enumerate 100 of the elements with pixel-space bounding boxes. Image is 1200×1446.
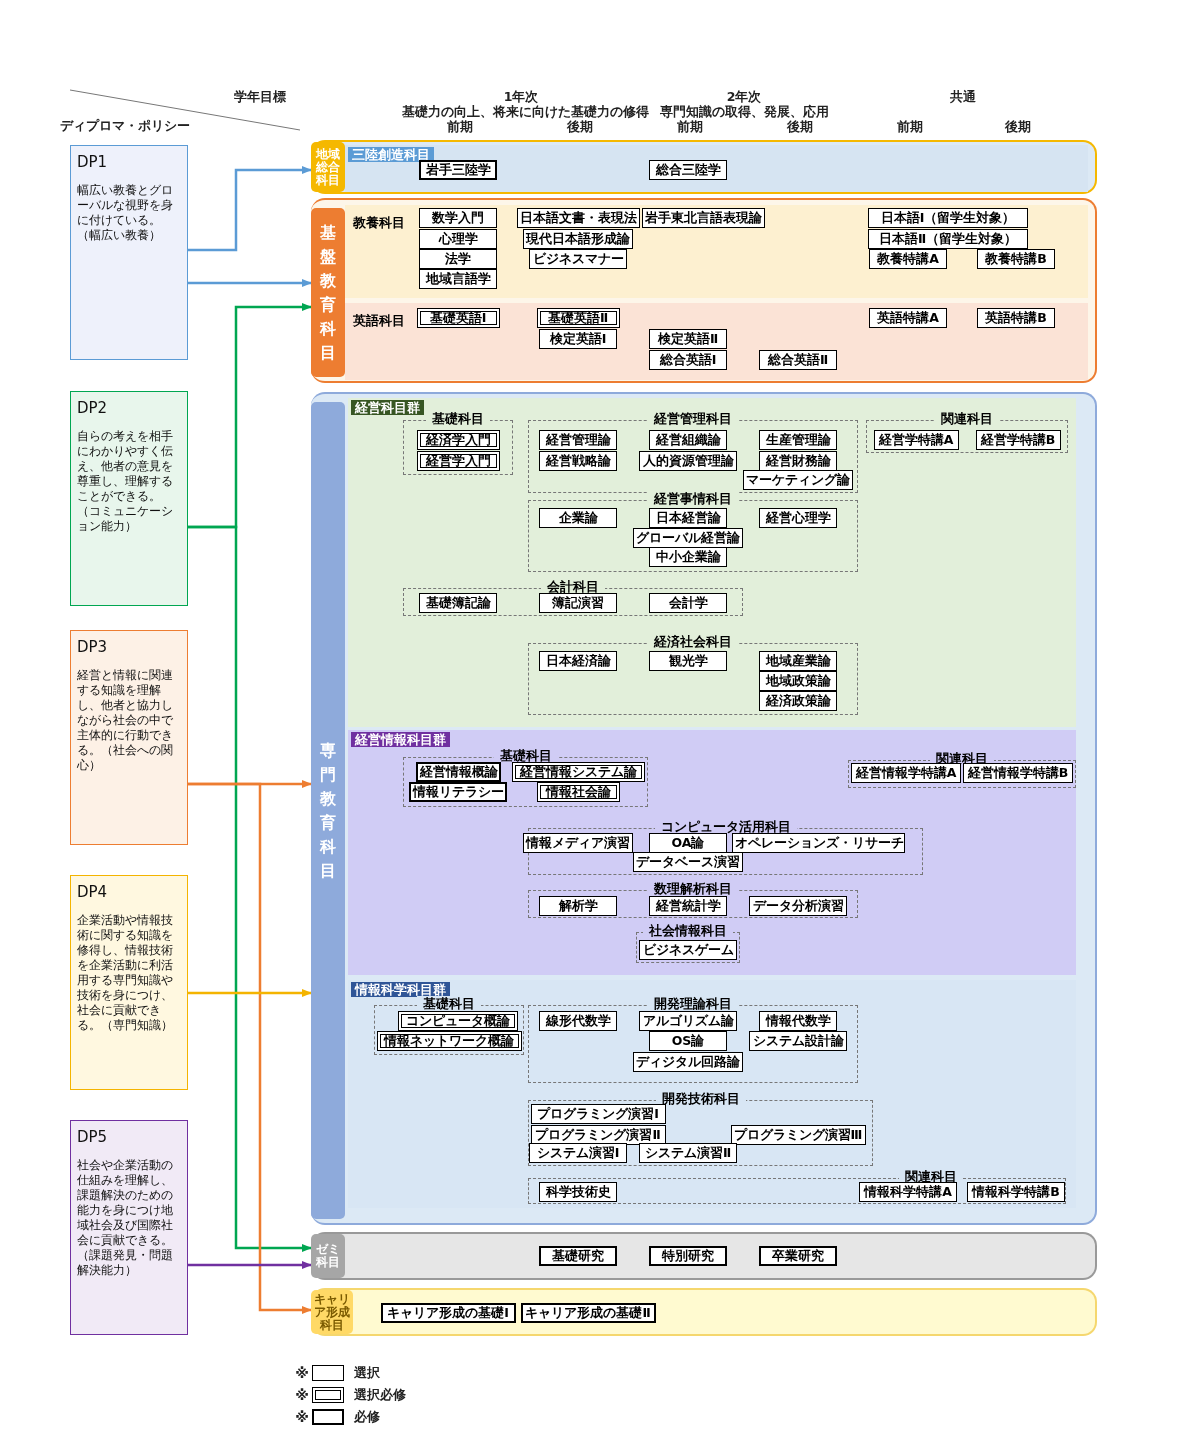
course-box: 英語特講B <box>977 308 1055 328</box>
course-box: 検定英語Ⅱ <box>649 329 727 349</box>
course-box: 経営心理学 <box>759 508 837 528</box>
legend-text: 必修 <box>354 1408 380 1426</box>
policy-box <box>70 145 188 360</box>
category-band <box>311 198 1097 383</box>
legend-text: 選択 <box>354 1364 380 1382</box>
column-heading: 後期 <box>787 118 813 136</box>
course-box: システム演習Ⅰ <box>529 1143 627 1163</box>
course-box: 岩手三陸学 <box>419 160 497 180</box>
course-box: 経済政策論 <box>759 691 837 711</box>
course-box: 地域産業論 <box>759 651 837 671</box>
course-box: 総合英語Ⅱ <box>759 350 837 370</box>
course-box: 経営統計学 <box>649 896 727 916</box>
policy-box <box>70 875 188 1090</box>
category-tab: 地域総合科目 <box>311 142 345 192</box>
course-box: 解析学 <box>539 896 617 916</box>
course-box: マーケティング論 <box>743 470 853 490</box>
arrow <box>188 782 312 1314</box>
group-heading: 基礎科目 <box>426 411 490 427</box>
note-mark: ※ <box>295 1365 309 1381</box>
course-box: キャリア形成の基礎Ⅰ <box>380 1303 516 1323</box>
group-tag: 経営科目群 <box>351 400 424 415</box>
course-box: システム設計論 <box>749 1031 847 1051</box>
category-band <box>311 1288 1097 1336</box>
category-tab: キャリア形成科目 <box>311 1290 353 1334</box>
course-box: 情報社会論 <box>536 782 620 802</box>
course-box: 生産管理論 <box>759 430 837 450</box>
course-box: 教養特講A <box>869 249 947 269</box>
course-box: 経営学特講B <box>975 430 1061 450</box>
course-box: 会計学 <box>649 593 727 613</box>
course-box: アルゴリズム論 <box>639 1011 737 1031</box>
column-heading: 専門知識の取得、発展、応用 <box>659 103 829 120</box>
legend-text: 選択必修 <box>354 1386 406 1404</box>
course-box: 基礎英語Ⅰ <box>416 308 500 328</box>
course-box: 日本経営論 <box>649 508 727 528</box>
policy-text: 幅広い教養とグローバルな視野を身に付けている。（幅広い教養） <box>77 183 174 243</box>
group-tag: 経営情報科目群 <box>351 732 450 747</box>
course-box: 基礎簿記論 <box>419 593 497 613</box>
course-box: 経営学特講A <box>873 430 959 450</box>
policy-box <box>70 391 188 606</box>
category-band <box>311 392 1097 1225</box>
course-box: 中小企業論 <box>649 547 727 567</box>
course-box: プログラミング演習Ⅱ <box>530 1125 666 1145</box>
category-tab: ゼミ科目 <box>311 1234 345 1278</box>
course-box: 経営組織論 <box>649 430 727 450</box>
course-box: ビジネスマナー <box>529 249 627 269</box>
group-heading: 経営管理科目 <box>648 411 738 427</box>
column-heading: 2年次 <box>726 88 762 105</box>
category-band <box>311 140 1097 194</box>
group-panel <box>345 205 1088 298</box>
group-heading: 開発理論科目 <box>648 996 738 1012</box>
course-box: データベース演習 <box>633 852 743 872</box>
course-box: 日本語文書・表現法 <box>516 208 640 228</box>
course-box: 情報代数学 <box>759 1011 837 1031</box>
course-box: プログラミング演習Ⅰ <box>530 1104 666 1124</box>
course-box: 経営管理論 <box>539 430 617 450</box>
course-box: 卒業研究 <box>759 1246 837 1266</box>
course-box: 基礎英語Ⅱ <box>536 308 620 328</box>
group-panel <box>348 398 1076 727</box>
course-box: 企業論 <box>539 508 617 528</box>
course-box: 簿記演習 <box>539 593 617 613</box>
arrow <box>188 525 312 1252</box>
course-box: 教養特講B <box>977 249 1055 269</box>
course-box: 日本経済論 <box>539 651 617 671</box>
column-heading: ディプロマ・ポリシー <box>60 117 190 135</box>
course-box: 情報ネットワーク概論 <box>376 1031 522 1051</box>
course-box: 経営情報概論 <box>415 762 501 782</box>
group-heading: 基礎科目 <box>417 996 481 1012</box>
group-heading: 経済社会科目 <box>648 634 738 650</box>
course-box: グローバル経営論 <box>633 528 743 548</box>
column-heading: 前期 <box>897 118 923 136</box>
course-box: オペレーションズ・リサーチ <box>731 833 905 853</box>
course-box: 日本語Ⅰ（留学生対象） <box>868 208 1028 228</box>
group-panel <box>345 145 1088 192</box>
column-heading: 前期 <box>447 118 473 136</box>
column-heading: 基礎力の向上、将来に向けた基礎力の修得 <box>401 103 649 120</box>
course-box: 英語特講A <box>869 308 947 328</box>
policy-text: 企業活動や情報技術に関する知識を修得し、情報技術を企業活動に利活用する専門知識や技術を身につけ、社会に貢献できる。（専門知識） <box>77 913 174 1033</box>
course-box: システム演習Ⅱ <box>639 1143 737 1163</box>
course-box: 基礎研究 <box>539 1246 617 1266</box>
course-box: 総合英語Ⅰ <box>649 350 727 370</box>
course-box: 日本語Ⅱ（留学生対象） <box>868 229 1028 249</box>
column-heading: 前期 <box>677 118 703 136</box>
column-heading: 共通 <box>950 88 976 106</box>
note-mark: ※ <box>295 1409 309 1425</box>
group-panel <box>348 730 1076 975</box>
course-box: 経営情報学特講A <box>851 763 961 783</box>
note-mark: ※ <box>295 1387 309 1403</box>
course-box: OA論 <box>649 833 727 853</box>
arrow <box>188 989 312 997</box>
course-box: 科学技術史 <box>539 1182 617 1202</box>
policy-heading: DP2 <box>77 399 108 417</box>
course-box: 地域政策論 <box>759 671 837 691</box>
group-heading: 経営事情科目 <box>648 491 738 507</box>
course-box: プログラミング演習Ⅲ <box>730 1125 866 1145</box>
course-box: 経営情報システム論 <box>511 762 645 782</box>
policy-text: 経営と情報に関連する知識を理解し、他者と協力しながら社会の中で主体的に行動できる。（社会への関心） <box>77 668 174 773</box>
category-heading: 英語科目 <box>353 313 405 330</box>
course-box: 情報メディア演習 <box>523 833 633 853</box>
